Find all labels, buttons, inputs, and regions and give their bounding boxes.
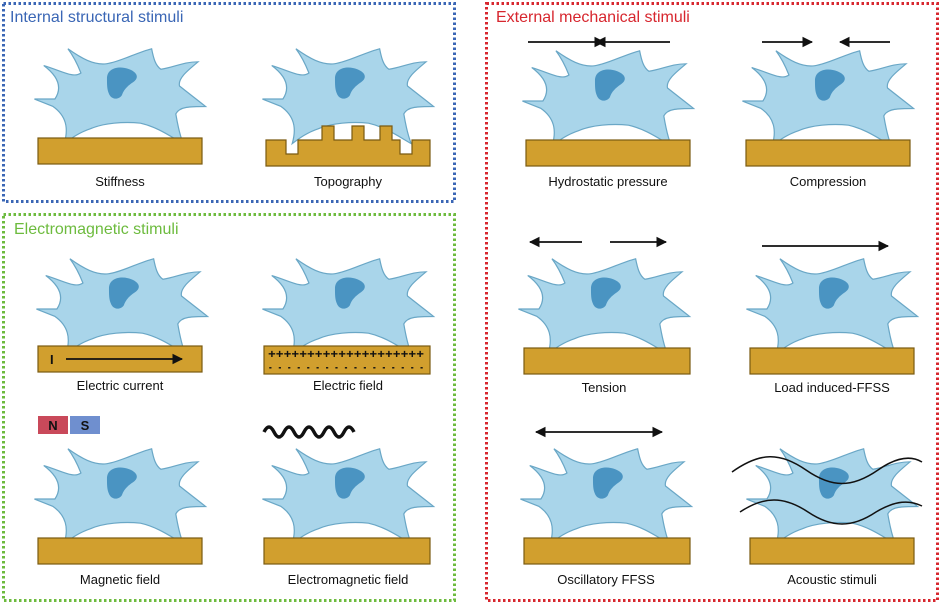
stiffness-substrate — [37, 137, 203, 165]
magnetic-field-caption: Magnetic field — [80, 572, 160, 587]
compression-cell — [741, 50, 915, 147]
load-induced-ffss-caption: Load induced-FFSS — [774, 380, 890, 395]
electromagnetic-field-substrate — [263, 537, 431, 565]
acoustic-stimuli-caption: Acoustic stimuli — [787, 572, 877, 587]
magnet-south — [70, 416, 100, 434]
electric-field-cell — [261, 258, 435, 355]
magnet-south-label: S — [81, 418, 90, 433]
compression-caption: Compression — [790, 174, 867, 189]
electromagnetic-panel-frame — [2, 213, 456, 602]
topography-cell — [261, 48, 435, 145]
electromagnetic-panel-title: Electromagnetic stimuli — [14, 221, 179, 238]
tension-cell — [517, 258, 691, 355]
internal-panel-frame — [2, 2, 456, 203]
external-panel-frame — [485, 2, 939, 602]
topography-substrate — [265, 125, 431, 167]
acoustic-wave-bottom — [739, 499, 923, 525]
acoustic-stimuli-substrate — [749, 537, 915, 565]
hydrostatic-pressure-substrate — [525, 139, 691, 167]
acoustic-stimuli-cell — [745, 448, 919, 545]
load-induced-ffss-substrate — [749, 347, 915, 375]
magnet-north-label: N — [48, 418, 57, 433]
magnetic-field-substrate — [37, 537, 203, 565]
oscillatory-ffss-substrate — [523, 537, 691, 565]
load-induced-ffss-cell — [745, 258, 919, 355]
compression-substrate — [745, 139, 911, 167]
electric-field-caption: Electric field — [313, 378, 383, 393]
magnetic-field-cell — [33, 448, 207, 545]
hydrostatic-pressure-caption: Hydrostatic pressure — [548, 174, 667, 189]
electric-field-substrate — [263, 345, 431, 375]
oscillatory-ffss-cell — [519, 448, 693, 545]
tension-substrate — [523, 347, 691, 375]
electromagnetic-wave — [262, 425, 356, 439]
electromagnetic-field-caption: Electromagnetic field — [288, 572, 409, 587]
internal-panel-title: Internal structural stimuli — [10, 9, 183, 26]
oscillatory-ffss-caption: Oscillatory FFSS — [557, 572, 655, 587]
external-panel-title: External mechanical stimuli — [496, 9, 690, 26]
current-symbol: I — [50, 352, 54, 367]
field-minus-signs: - - - - - - - - - - - - - - - - - — [268, 361, 424, 375]
magnet-north — [38, 416, 68, 434]
tension-caption: Tension — [582, 380, 627, 395]
topography-caption: Topography — [314, 174, 382, 189]
electric-current-cell — [35, 258, 209, 355]
acoustic-wave-top — [731, 456, 923, 485]
hydrostatic-pressure-cell — [521, 50, 695, 147]
electric-current-caption: Electric current — [77, 378, 164, 393]
electromagnetic-field-cell — [261, 448, 435, 545]
field-plus-signs: ++++++++++++++++++++ — [268, 348, 424, 362]
stiffness-cell — [33, 48, 207, 145]
stiffness-caption: Stiffness — [95, 174, 145, 189]
